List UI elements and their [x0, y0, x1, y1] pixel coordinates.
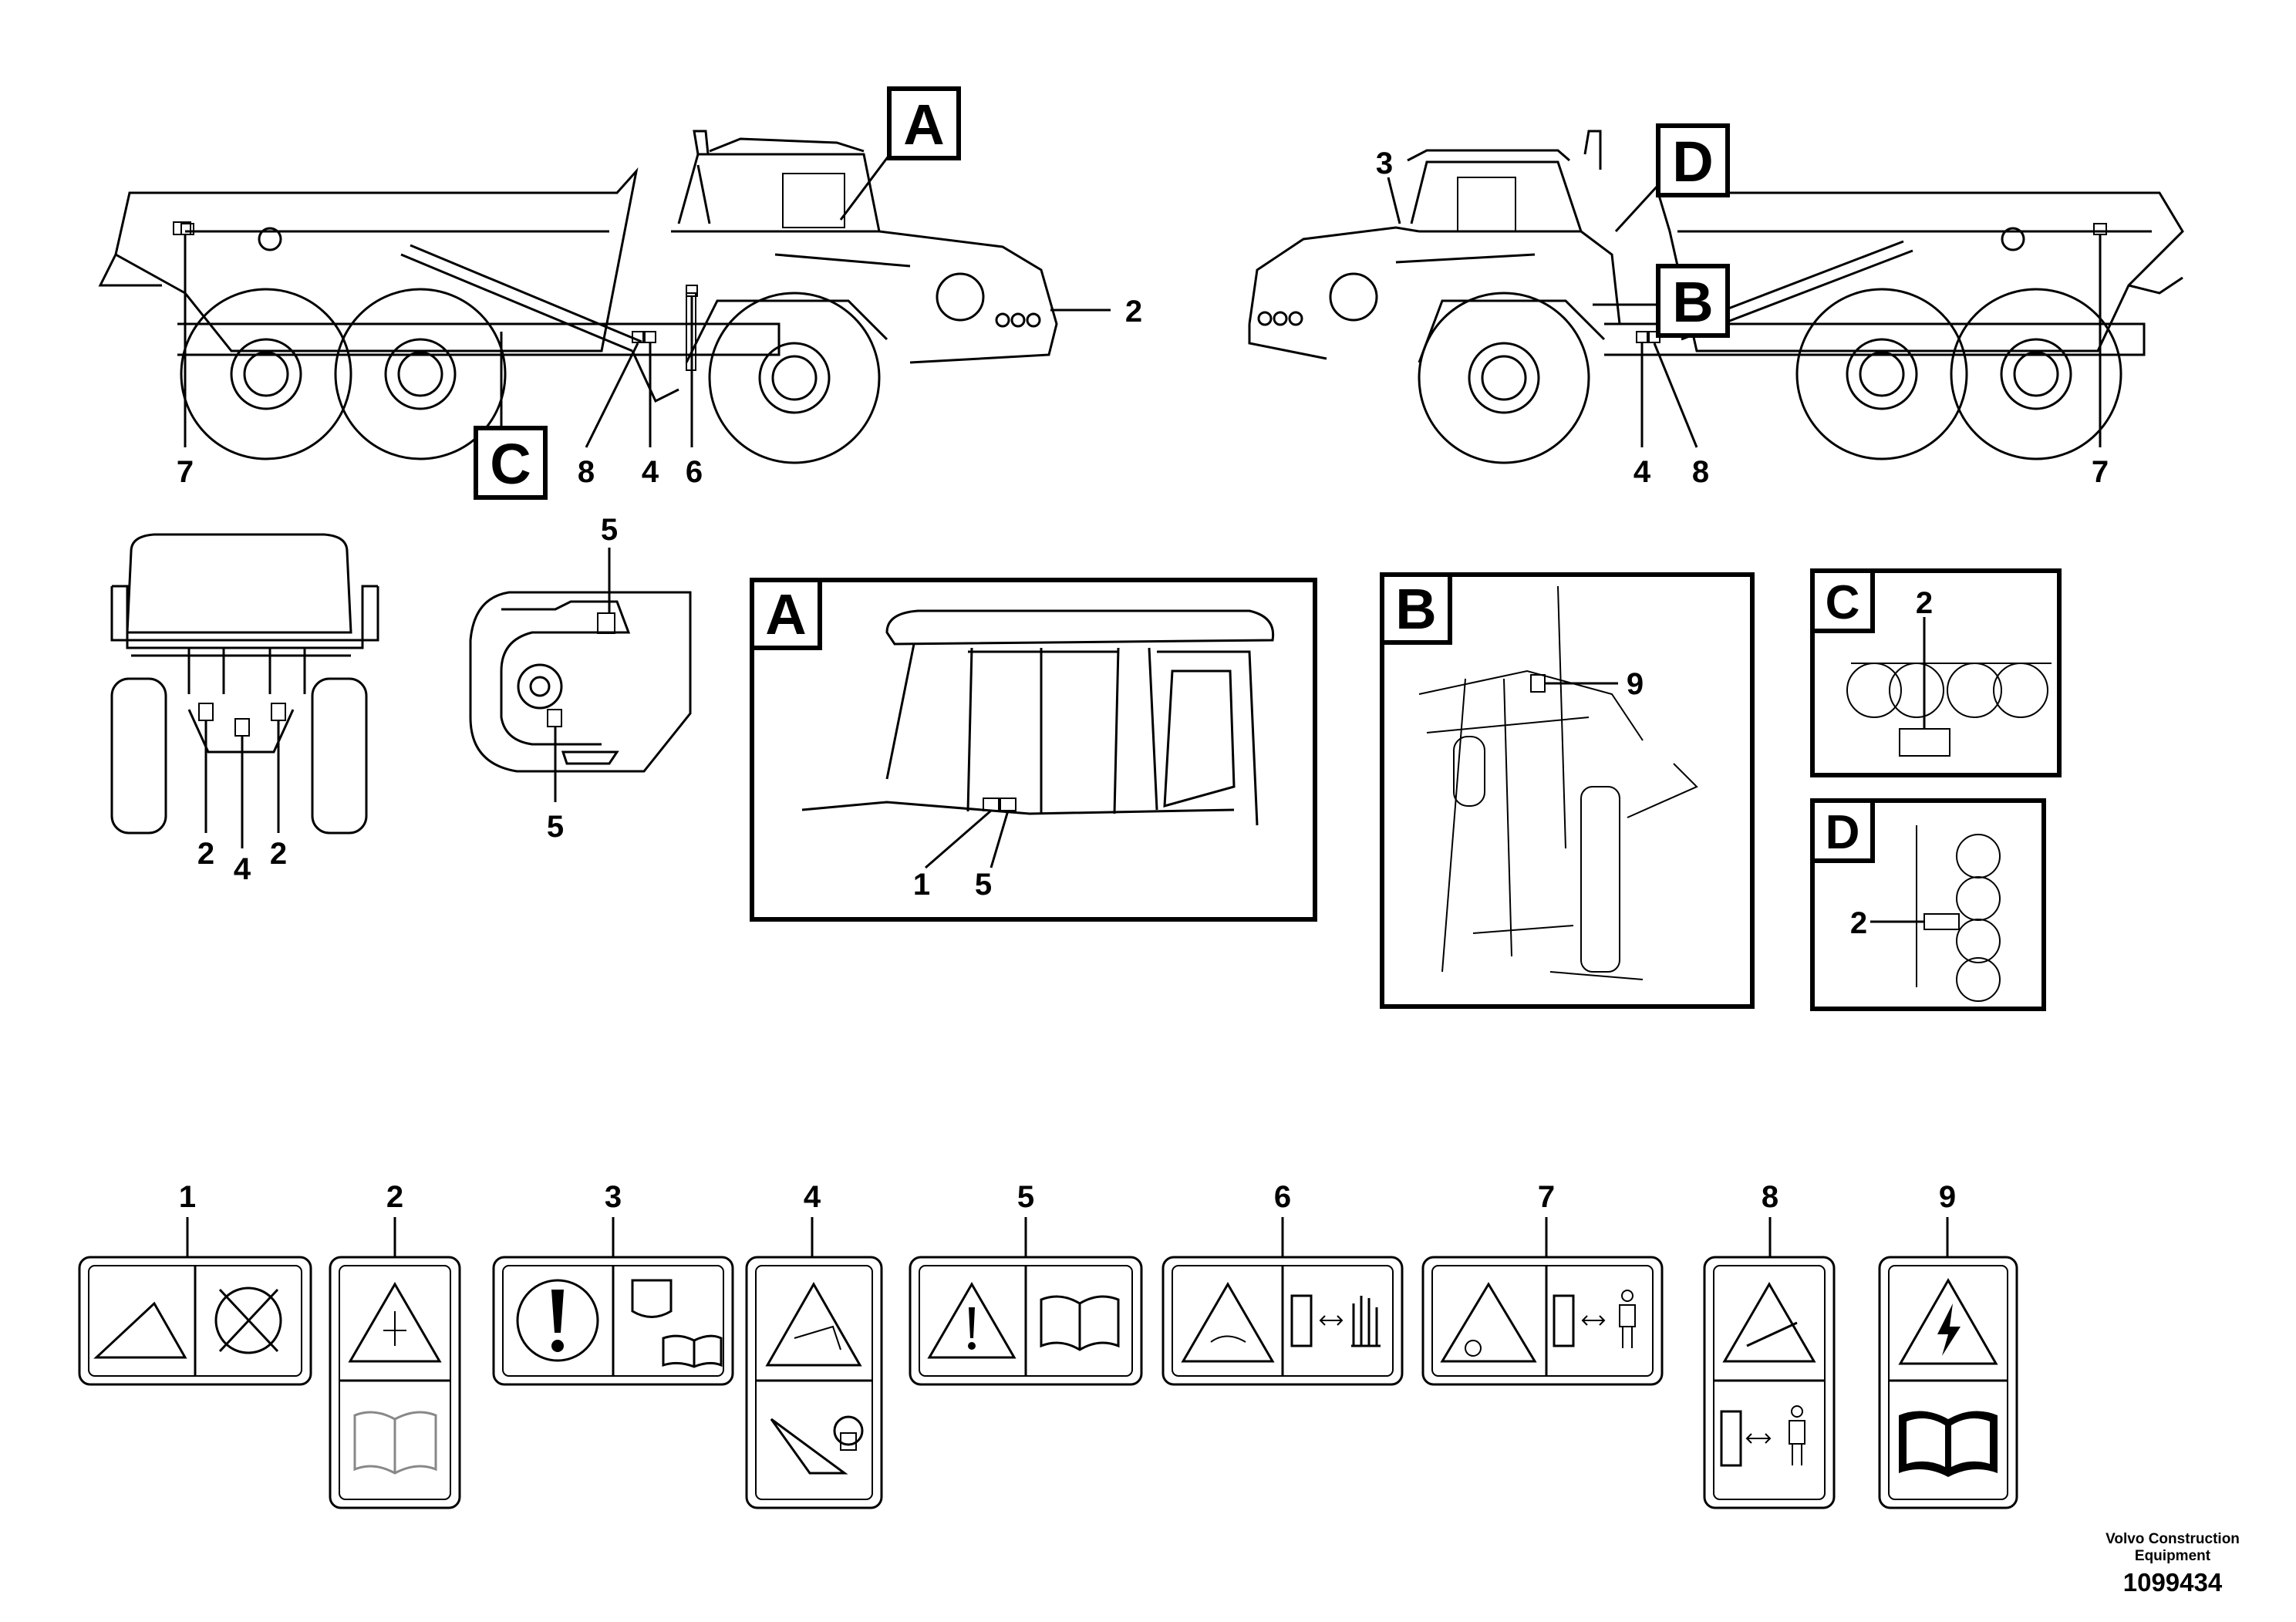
- warning-exclamation-icon: [927, 1282, 1017, 1359]
- manual-book-icon: [353, 1411, 437, 1475]
- decal-2: [329, 1256, 461, 1509]
- decal-marker-4: [644, 331, 656, 343]
- section-tag-a: [887, 86, 961, 160]
- exclamation-icon: [516, 1279, 599, 1362]
- company-line-2: Equipment: [2134, 1548, 2211, 1564]
- callout-5: 5: [975, 868, 992, 902]
- right-truck-illustration: 3 4 8 7 D B: [1248, 123, 2184, 489]
- decal-marker-4: [234, 718, 250, 737]
- decal-marker-8: [632, 331, 644, 343]
- callout-5: 5: [547, 810, 564, 844]
- keep-body-distance-icon: [1553, 1294, 1575, 1347]
- callout-7: 7: [177, 455, 194, 489]
- decal-marker-5: [547, 709, 562, 727]
- callout-8: 8: [1692, 455, 1709, 489]
- decal-number-7: 7: [1538, 1180, 1555, 1214]
- section-tag-b: [1656, 264, 1730, 338]
- decal-number-1: 1: [179, 1180, 196, 1214]
- section-tag-a-label: A: [903, 93, 944, 157]
- section-tag-b-label: B: [1672, 270, 1713, 334]
- oil-can-icon: [631, 1279, 673, 1318]
- callout-7: 7: [2092, 455, 2109, 489]
- body-lock-icon: [770, 1418, 848, 1475]
- decal-legend: 1 2 3 4 5 6 7 8 9: [78, 1180, 2018, 1509]
- no-gear-icon: [214, 1286, 282, 1354]
- decal-marker-5: [597, 612, 615, 634]
- decal-marker-7: [2093, 223, 2107, 235]
- detail-c-letter: C: [1826, 576, 1860, 629]
- section-tag-d-label: D: [1672, 130, 1713, 194]
- detail-d-panel: D 2: [1810, 798, 2046, 1011]
- decal-number-8: 8: [1762, 1180, 1778, 1214]
- rear-view-illustration: 2 4 2: [110, 533, 379, 886]
- callout-4: 4: [642, 455, 659, 489]
- section-tag-d: [1656, 123, 1730, 197]
- section-tag-c: [474, 426, 548, 500]
- company-line-1: Volvo Construction: [2106, 1531, 2240, 1547]
- callout-5: 5: [601, 513, 618, 547]
- crush-hazard-icon: [1722, 1282, 1816, 1363]
- detail-a-panel: A 1 5: [750, 578, 1317, 922]
- decal-1: [78, 1256, 312, 1386]
- section-tag-c-label: C: [490, 432, 531, 496]
- detail-d-tag: [1810, 798, 1875, 863]
- decal-marker-6: [686, 285, 698, 297]
- detail-a-tag: [750, 578, 822, 650]
- decal-8: [1703, 1256, 1836, 1509]
- callout-9: 9: [1627, 667, 1644, 701]
- decal-6: [1161, 1256, 1404, 1386]
- decal-7: [1421, 1256, 1664, 1386]
- decal-5: [909, 1256, 1143, 1386]
- detail-c-tag: [1810, 568, 1875, 633]
- detail-a-letter: A: [765, 582, 806, 646]
- detail-d-letter: D: [1826, 806, 1860, 859]
- callout-1: 1: [913, 868, 930, 902]
- high-voltage-icon: [1898, 1277, 1998, 1365]
- keep-hand-distance-icon: [1290, 1294, 1313, 1347]
- decal-number-6: 6: [1274, 1180, 1291, 1214]
- detail-b-panel: B 9: [1380, 572, 1755, 1009]
- cab-panel-illustration: 5 5: [469, 513, 692, 844]
- warning-triangle-icon: [348, 1282, 442, 1363]
- callout-2: 2: [197, 837, 214, 871]
- decal-number-4: 4: [804, 1180, 821, 1214]
- decal-number-3: 3: [605, 1180, 622, 1214]
- decal-number-2: 2: [386, 1180, 403, 1214]
- callout-4: 4: [234, 852, 251, 886]
- decal-number-5: 5: [1017, 1180, 1034, 1214]
- callout-3: 3: [1376, 147, 1393, 180]
- keep-body-distance-icon: [1720, 1410, 1742, 1467]
- decal-marker-4: [1636, 331, 1648, 343]
- entanglement-icon: [1440, 1282, 1537, 1363]
- callout-4: 4: [1633, 455, 1651, 489]
- detail-b-tag: [1380, 572, 1452, 645]
- manual-book-icon: [1040, 1295, 1120, 1351]
- decal-3: [492, 1256, 734, 1386]
- decal-marker-2: [198, 703, 214, 721]
- tipping-body-warning-icon: [765, 1281, 862, 1367]
- company-credit: Volvo Construction Equipment: [2080, 1531, 2265, 1565]
- decal-4: [745, 1256, 883, 1509]
- callout-2: 2: [1125, 295, 1142, 329]
- detail-c-panel: C 2: [1810, 568, 2062, 777]
- callout-8: 8: [578, 455, 595, 489]
- hot-surface-icon: [1181, 1282, 1275, 1363]
- callout-2: 2: [1916, 586, 1933, 620]
- detail-b-letter: B: [1395, 577, 1436, 641]
- figure-number: 1099434: [2122, 1568, 2223, 1597]
- callout-2: 2: [270, 837, 287, 871]
- callout-2: 2: [1850, 906, 1867, 940]
- decal-marker-7: [180, 223, 194, 235]
- decal-marker-2: [271, 703, 286, 721]
- decal-number-9: 9: [1939, 1180, 1956, 1214]
- decal-9: [1878, 1256, 2018, 1509]
- callout-6: 6: [686, 455, 703, 489]
- crush-hazard-icon: [93, 1301, 187, 1359]
- left-truck-illustration: 7 8 4 6 2 A C: [98, 86, 1142, 500]
